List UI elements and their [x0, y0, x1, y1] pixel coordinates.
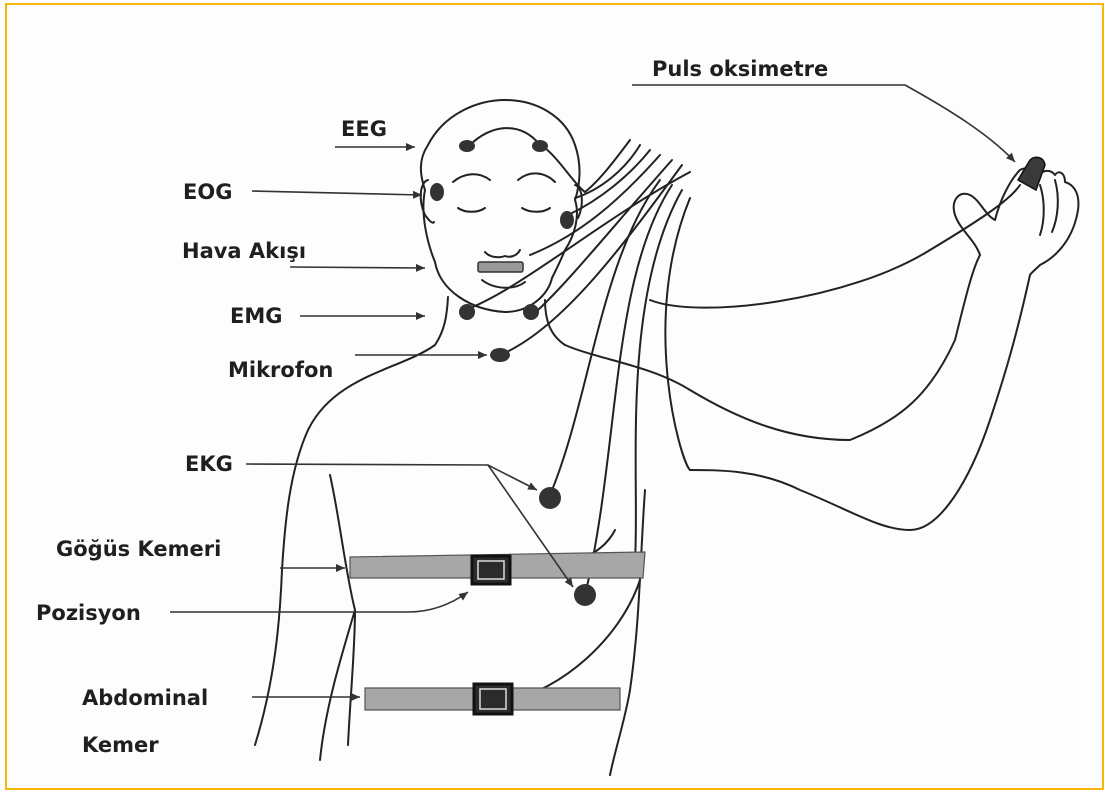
chest-belt: [350, 552, 645, 584]
neck-right: [545, 300, 565, 345]
abdominal-belt: [365, 684, 620, 714]
eog-electrode-right: [560, 211, 574, 229]
eeg-electrode-right: [532, 140, 548, 152]
electrodes: [430, 140, 596, 606]
right-eye: [522, 208, 550, 212]
ekg-electrode-lower: [574, 584, 596, 606]
label-pulse-oximeter: Puls oksimetre: [652, 57, 828, 81]
airflow-sensor: [478, 262, 523, 272]
eog-pointer: [252, 191, 422, 195]
label-emg: EMG: [230, 304, 282, 328]
right-brow: [518, 173, 555, 182]
emg-electrode-right: [523, 304, 539, 320]
body-outline: [255, 100, 1078, 775]
label-airflow: Hava Akışı: [182, 239, 306, 263]
left-shoulder: [255, 345, 435, 745]
label-chest-belt: Göğüs Kemeri: [56, 537, 221, 561]
label-position: Pozisyon: [36, 601, 141, 625]
label-abdominal-belt-line1: Abdominal: [82, 686, 208, 710]
position-pointer: [170, 592, 468, 612]
labels: EEG EOG Hava Akışı EMG Mikrofon EKG Göğü…: [36, 57, 828, 757]
neck-left: [435, 297, 448, 345]
label-ekg: EKG: [185, 452, 233, 476]
left-brow: [453, 174, 490, 182]
microphone-sensor: [490, 348, 510, 362]
label-eeg: EEG: [341, 117, 387, 141]
nose: [485, 250, 520, 257]
airflow-pointer: [290, 267, 425, 268]
pointer-lines: [170, 85, 1015, 697]
hand: [954, 168, 1079, 275]
ekg-pointer-upper: [246, 464, 537, 490]
left-eye: [458, 208, 485, 212]
right-torso: [610, 490, 645, 775]
hand-fingers: [1040, 180, 1058, 235]
right-shoulder: [565, 255, 980, 440]
sensor-wires: [465, 128, 1020, 700]
eog-electrode-left: [430, 183, 444, 201]
emg-electrode-left: [459, 304, 475, 320]
label-microphone: Mikrofon: [228, 358, 333, 382]
label-eog: EOG: [183, 180, 232, 204]
pulse-oximeter-pointer: [632, 85, 1015, 162]
right-arm-lower: [690, 275, 1030, 530]
left-arm-inner: [330, 475, 355, 745]
eeg-electrode-left: [459, 140, 475, 152]
head-outline: [421, 100, 580, 278]
ekg-electrode-upper: [539, 487, 561, 509]
left-torso: [320, 610, 355, 760]
label-abdominal-belt-line2: Kemer: [82, 733, 159, 757]
